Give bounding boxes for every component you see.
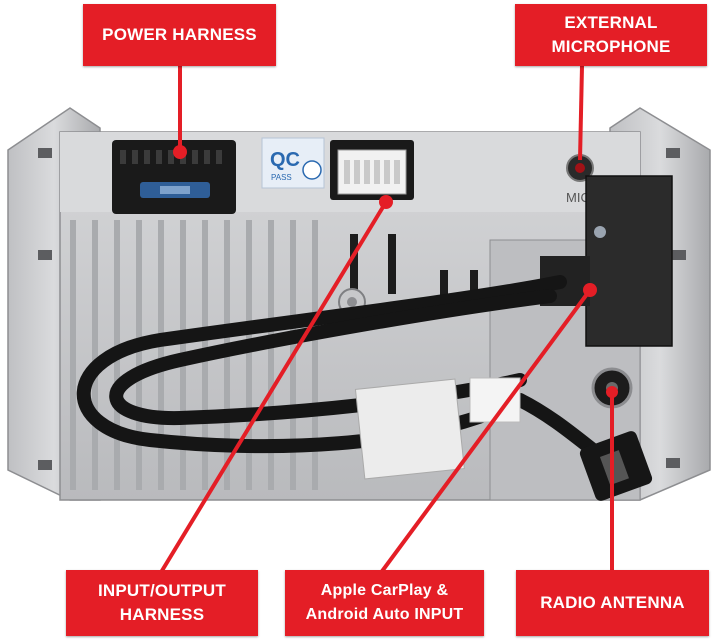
callout-input-output-harness-line2: HARNESS xyxy=(119,605,205,624)
qc-pass-sticker: QC PASS xyxy=(261,137,325,189)
callout-radio-antenna: RADIO ANTENNA xyxy=(516,570,709,636)
callout-carplay-line2: Android Auto INPUT xyxy=(305,606,464,623)
callout-external-microphone-line2: MICROPHONE xyxy=(551,37,671,56)
qc-sticker-text: QC xyxy=(270,149,300,171)
microphone-jack: MIC xyxy=(566,154,594,205)
mic-jack-label: MIC xyxy=(566,190,590,205)
qc-sticker-subtext: PASS xyxy=(271,173,292,182)
callout-carplay-line1: Apple CarPlay & xyxy=(320,582,449,599)
usb-plug xyxy=(579,431,653,501)
callout-radio-antenna-text: RADIO ANTENNA xyxy=(540,593,685,612)
callout-input-output-harness: INPUT/OUTPUT HARNESS xyxy=(66,570,258,636)
input-output-harness-connector xyxy=(330,140,414,200)
callout-external-microphone: EXTERNAL MICROPHONE xyxy=(515,4,707,66)
callout-power-harness: POWER HARNESS xyxy=(83,4,276,66)
callout-external-microphone-line1: EXTERNAL xyxy=(564,13,658,32)
usb-module-block xyxy=(540,175,673,347)
callout-carplay-android-auto-input: Apple CarPlay & Android Auto INPUT xyxy=(285,570,484,636)
callout-input-output-harness-line1: INPUT/OUTPUT xyxy=(97,581,226,600)
callout-leader-lines xyxy=(158,65,614,576)
callout-power-harness-text: POWER HARNESS xyxy=(102,25,257,44)
callout-anchor-dots xyxy=(173,145,618,398)
cable-label-sticker xyxy=(354,377,521,480)
